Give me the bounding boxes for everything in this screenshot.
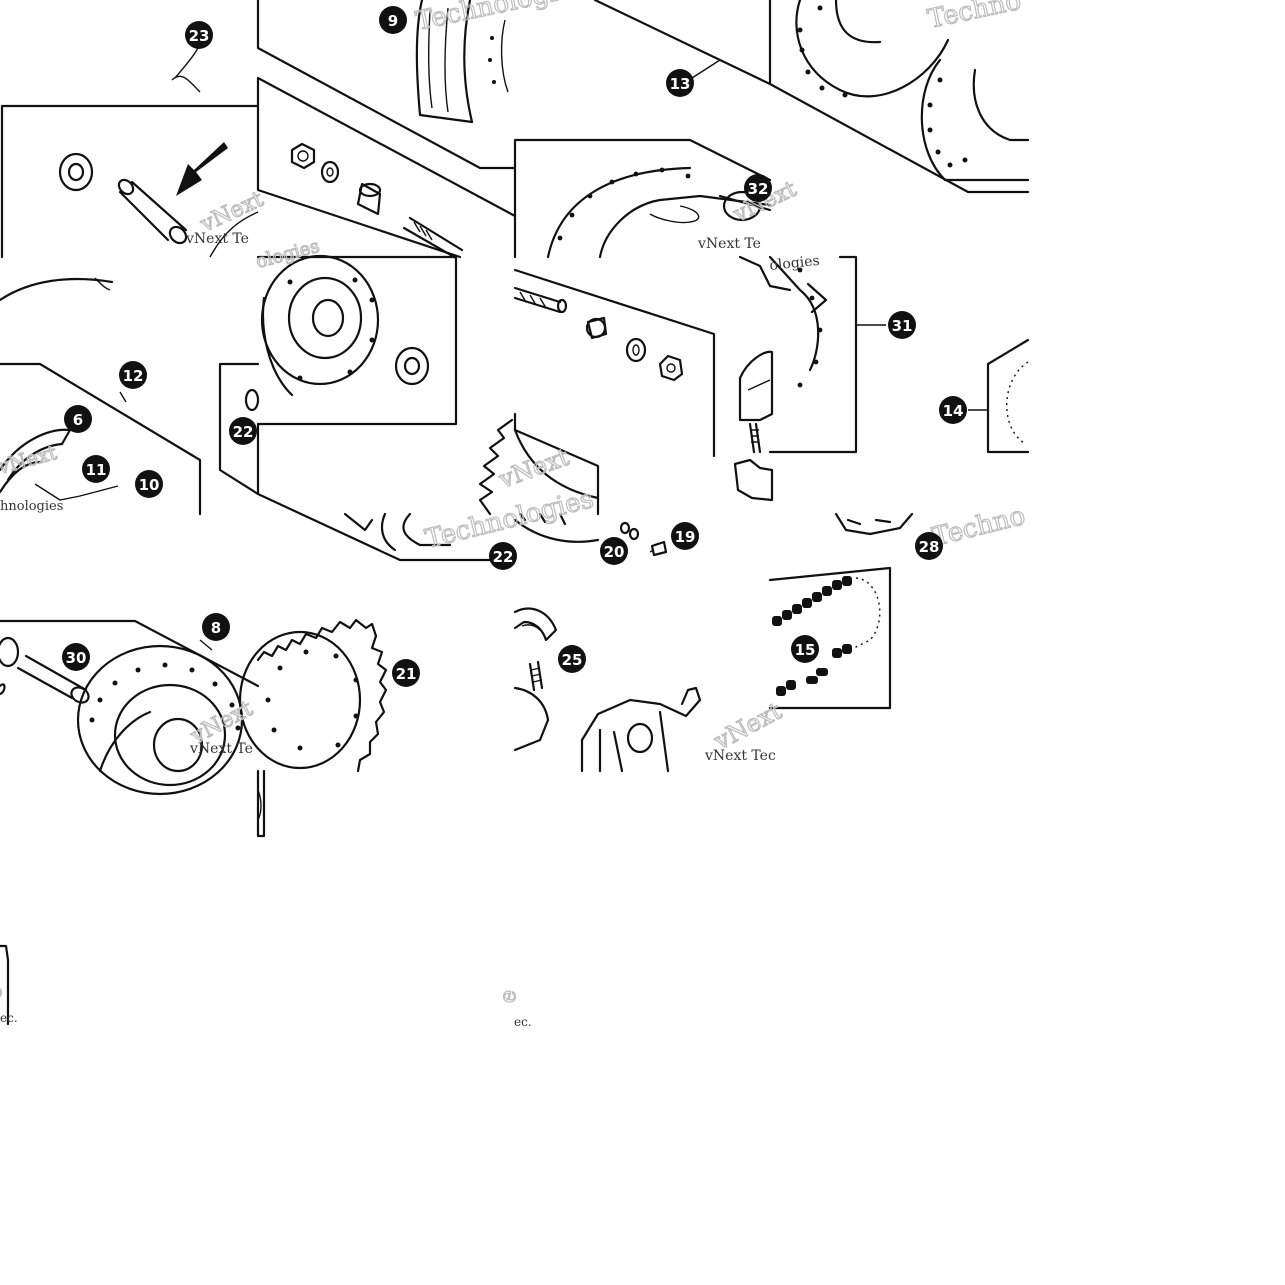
- part-callout: 12: [119, 361, 147, 389]
- watermark-text: ec.: [0, 1011, 18, 1025]
- part-callout-badge: [185, 21, 213, 49]
- part-callout-number: 32: [748, 180, 769, 198]
- part-callout-number: 22: [493, 548, 514, 566]
- chain-panel: [768, 512, 914, 710]
- watermark-text: hnologies: [0, 499, 63, 514]
- part-callout-number: 25: [562, 651, 583, 669]
- part-callout-number: 15: [795, 641, 816, 659]
- bearing-spacer-panel: [0, 29, 260, 259]
- watermark-text: Techno: [925, 0, 1024, 35]
- part-callout: 25: [558, 645, 586, 673]
- part-callout-badge: [82, 455, 110, 483]
- part-callout-badge: [64, 405, 92, 433]
- part-callout: 19: [671, 522, 699, 550]
- part-callout-badge: [666, 69, 694, 97]
- watermark-text: vNext: [709, 697, 787, 756]
- part-callout-badge: [202, 613, 230, 641]
- part-callout-number: 21: [396, 665, 417, 683]
- watermark-text: e: [0, 984, 8, 1001]
- watermark-text: vNext Te: [185, 231, 249, 247]
- part-callout: 13: [666, 69, 694, 97]
- part-callout-badge: [744, 174, 772, 202]
- watermark-text: vNext Tec: [704, 748, 776, 764]
- part-callout-number: 13: [670, 75, 691, 93]
- watermark-text: vNext Te: [697, 236, 761, 252]
- axle-spacers-panel: [478, 268, 716, 516]
- lower-fragments: [0, 944, 10, 1026]
- part-callout-badge: [135, 470, 163, 498]
- watermark-text: Technologies: [413, 0, 588, 37]
- part-callout-badge: [791, 635, 819, 663]
- part-callout-badge: [558, 645, 586, 673]
- part-callout-badge: [119, 361, 147, 389]
- part-callout: 32: [744, 174, 772, 202]
- part-callout: 20: [600, 537, 628, 565]
- part-callout: 23: [185, 21, 213, 49]
- part-callout-number: 30: [66, 649, 87, 667]
- part-callout: 14: [939, 396, 967, 424]
- part-callout-number: 6: [73, 411, 83, 429]
- part-callout: 11: [82, 455, 110, 483]
- part-callout-number: 23: [189, 27, 210, 45]
- brake-shoes-panel: [513, 512, 702, 773]
- part-callout: 9: [379, 6, 407, 34]
- part-callout: 15: [791, 635, 819, 663]
- part-callout-badge: [489, 542, 517, 570]
- watermark-text: vNext: [495, 443, 573, 494]
- part-callout-number: 19: [675, 528, 696, 546]
- sprocket-panel: [238, 512, 452, 838]
- watermark-text: ologies: [769, 253, 821, 274]
- watermark-text: Techno: [929, 501, 1028, 553]
- brake-cam-panel: [733, 255, 1030, 502]
- part-callout: 30: [62, 643, 90, 671]
- part-callout: 10: [135, 470, 163, 498]
- part-callout-badge: [62, 643, 90, 671]
- part-callout-number: 22: [233, 423, 254, 441]
- part-callout-number: 10: [139, 476, 160, 494]
- part-callout-badge: [939, 396, 967, 424]
- part-callout-badge: [600, 537, 628, 565]
- part-callout-number: 28: [919, 538, 940, 556]
- part-callout-number: 9: [388, 12, 398, 30]
- part-callout-badge: [229, 417, 257, 445]
- part-callout-badge: [888, 311, 916, 339]
- part-callout: 22: [229, 417, 257, 445]
- watermark-text: vNext: [0, 440, 59, 479]
- part-callout-badge: [392, 659, 420, 687]
- hub-flange-panel: [0, 619, 260, 796]
- brake-disc-panel: [593, 0, 1030, 194]
- part-callout-badge: [671, 522, 699, 550]
- part-callout: 28: [915, 532, 943, 560]
- callout-layer: 23 9 13 32 12 6 11 10 22 31 14 22 20 19 28 8 30 21 25 15: [62, 6, 967, 687]
- sprocket-carrier-panel: [513, 138, 772, 259]
- part-callout: 31: [888, 311, 916, 339]
- part-callout-number: 8: [211, 619, 221, 637]
- part-callout-number: 20: [604, 543, 625, 561]
- part-callout-number: 14: [943, 402, 964, 420]
- part-callout-badge: [915, 532, 943, 560]
- part-callout: 22: [489, 542, 517, 570]
- part-callout: 21: [392, 659, 420, 687]
- watermark-text: ec.: [514, 1015, 532, 1029]
- watermark-text: vNext Te: [189, 741, 253, 757]
- rim-panel: [256, 0, 517, 260]
- part-callout-number: 31: [892, 317, 913, 335]
- hub-panel: [218, 254, 517, 562]
- part-callout: 8: [202, 613, 230, 641]
- part-callout: 6: [64, 405, 92, 433]
- part-callout-badge: [379, 6, 407, 34]
- part-callout-number: 12: [123, 367, 144, 385]
- part-callout-number: 11: [86, 461, 107, 479]
- watermark-text: e: [495, 988, 522, 1005]
